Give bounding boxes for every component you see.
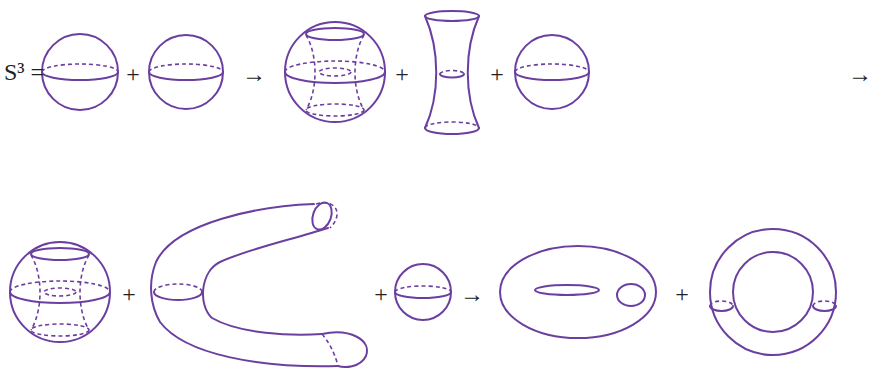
plus-sign: + <box>490 62 504 86</box>
plus-sign: + <box>675 282 689 306</box>
ball-with-tunnel <box>10 242 110 342</box>
plus-sign: + <box>126 62 140 86</box>
plus-sign: + <box>122 282 136 306</box>
ball <box>42 34 118 110</box>
ball <box>395 264 451 320</box>
ball <box>149 35 223 109</box>
arrow-sign: → <box>460 282 484 306</box>
plus-sign: + <box>374 282 388 306</box>
ball <box>515 35 589 109</box>
ball-with-tunnel <box>285 22 385 122</box>
tube <box>425 11 479 134</box>
plus-sign: + <box>395 62 409 86</box>
handle <box>151 200 367 367</box>
arrow-sign: → <box>848 62 872 86</box>
torus-complement <box>710 229 836 355</box>
arrow-sign: → <box>242 62 266 86</box>
solid-torus <box>500 246 656 338</box>
equation-lead: S³ = <box>4 60 44 84</box>
